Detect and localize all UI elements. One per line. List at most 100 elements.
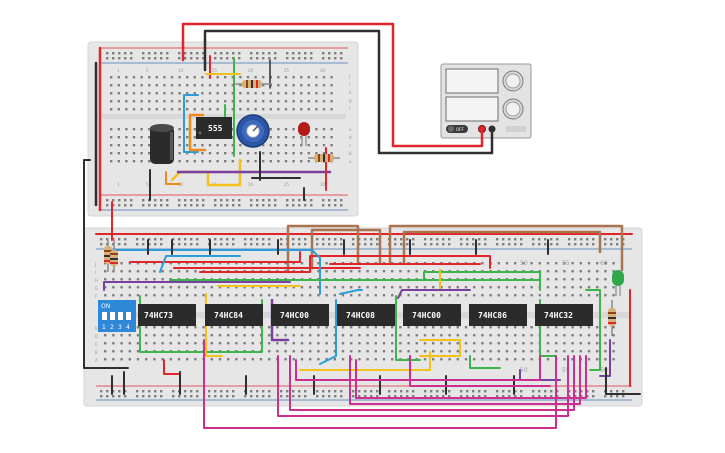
wire-blue-4[interactable] (319, 299, 337, 365)
wire-green-3[interactable] (423, 271, 541, 291)
resistor-right[interactable] (308, 154, 340, 162)
wire-magenta-7[interactable] (409, 355, 551, 387)
breadboard-hole (276, 334, 279, 337)
breadboard-hole (604, 238, 607, 241)
breadboard-hole (358, 326, 361, 329)
resistor-left-2[interactable] (110, 240, 118, 272)
column-number: 50 (520, 367, 528, 374)
breadboard-hole (201, 108, 204, 111)
wire-purple-1[interactable] (103, 281, 291, 291)
wire-magenta-2[interactable] (277, 355, 569, 417)
chip-7[interactable]: 74HC32 (535, 304, 593, 326)
wire-purple-3[interactable] (397, 289, 471, 299)
wire-magenta-5[interactable] (349, 355, 581, 405)
dip-toggle-2[interactable] (110, 312, 115, 320)
breadboard-hole (194, 286, 197, 289)
dip-toggle-3[interactable] (118, 312, 123, 320)
top-wire-orange[interactable] (188, 113, 207, 152)
wire-red-3[interactable] (199, 255, 491, 273)
wire-green-4[interactable] (395, 295, 421, 361)
breadboard-hole (497, 294, 500, 297)
breadboard-hole (358, 390, 361, 393)
breadboard-hole (432, 358, 435, 361)
breadboard-hole (239, 152, 242, 155)
breadboard-hole (596, 342, 599, 345)
breadboard-hole (307, 108, 310, 111)
green-led[interactable] (612, 270, 624, 296)
breadboard-hole (112, 238, 115, 241)
breadboard-hole (522, 342, 525, 345)
bottom-board-components[interactable]: ON 1 2 3 4 74HC73 74HC84 74HC00 74HC08 (98, 240, 624, 336)
breadboard-hole (128, 334, 131, 337)
breadboard-hole (140, 84, 143, 87)
breadboard-hole (172, 243, 175, 246)
top-board-components[interactable]: 555 (150, 80, 340, 164)
bridge-wire-black[interactable] (83, 159, 129, 369)
wire-green-7[interactable] (469, 355, 501, 369)
breadboard-hole (412, 238, 415, 241)
red-led[interactable] (298, 122, 310, 146)
breadboard-hole (125, 152, 128, 155)
potentiometer[interactable] (236, 114, 270, 148)
breadboard-hole (309, 334, 312, 337)
breadboard-hole (202, 262, 205, 265)
dip-toggle-4[interactable] (126, 312, 131, 320)
wire-blue-2[interactable] (159, 255, 241, 273)
wire-black-17[interactable] (605, 367, 641, 395)
wire-green-6[interactable] (585, 289, 601, 371)
top-board-wires[interactable] (94, 22, 494, 212)
power-supply[interactable]: OFF (440, 63, 532, 139)
dip-switch[interactable]: ON 1 2 3 4 (98, 300, 136, 332)
breadboard-hole (456, 334, 459, 337)
breadboard-hole (370, 395, 373, 398)
dip-toggle-1[interactable] (102, 312, 107, 320)
wire-brown-4[interactable] (402, 230, 602, 264)
wire-blue-1[interactable] (113, 249, 321, 295)
breadboard-hole (120, 334, 123, 337)
wire-magenta-1[interactable] (203, 339, 557, 429)
resistor-green-led[interactable] (608, 300, 616, 336)
wire-yellow-4[interactable] (419, 339, 461, 357)
power-wire-black[interactable] (203, 29, 494, 155)
wire-blue-3[interactable] (339, 289, 363, 295)
wire-purple-5[interactable] (599, 339, 611, 377)
chip-3[interactable]: 74HC00 (271, 304, 329, 326)
resistor-top[interactable] (234, 80, 272, 88)
breadboard-hole (254, 100, 257, 103)
breadboard-hole (178, 136, 181, 139)
breadboard-hole (394, 243, 397, 246)
breadboard-hole (358, 294, 361, 297)
breadboard-hole (333, 286, 336, 289)
chip-6[interactable]: 74HC86 (469, 304, 527, 326)
power-wire-red[interactable] (181, 22, 484, 148)
wire-yellow-5[interactable] (299, 351, 431, 371)
breadboard-hole (472, 238, 475, 241)
breadboard-hole (298, 204, 301, 207)
top-wire-yellow[interactable] (170, 158, 242, 187)
chip-1[interactable]: 74HC73 (138, 304, 196, 326)
wire-red-5[interactable] (163, 359, 181, 375)
row-letter: E (95, 326, 98, 331)
wire-brown-3[interactable] (388, 224, 624, 272)
top-wire-orange-short[interactable] (165, 171, 181, 185)
chip-5[interactable]: 74HC00 (403, 304, 461, 326)
wire-magenta-3[interactable] (289, 355, 575, 411)
breadboard-hole (254, 92, 257, 95)
breadboard-hole (406, 238, 409, 241)
breadboard-hole (432, 286, 435, 289)
breadboard-hole (163, 92, 166, 95)
column-number: 1 (117, 182, 120, 187)
timer-chip-label: 555 (208, 124, 223, 133)
timer-chip[interactable]: 555 (196, 117, 232, 139)
wire-magenta-6[interactable] (355, 355, 587, 399)
chip-4[interactable]: 74HC08 (337, 304, 395, 326)
breadboard-hole (153, 358, 156, 361)
wire-magenta-4[interactable] (295, 355, 541, 381)
top-wire-blue[interactable] (183, 94, 199, 153)
wire-brown-1[interactable] (286, 224, 360, 272)
chip-2[interactable]: 74HC84 (205, 304, 263, 326)
wire-red-1[interactable] (129, 251, 301, 263)
capacitor[interactable] (150, 124, 174, 164)
breadboard-hole (304, 57, 307, 60)
